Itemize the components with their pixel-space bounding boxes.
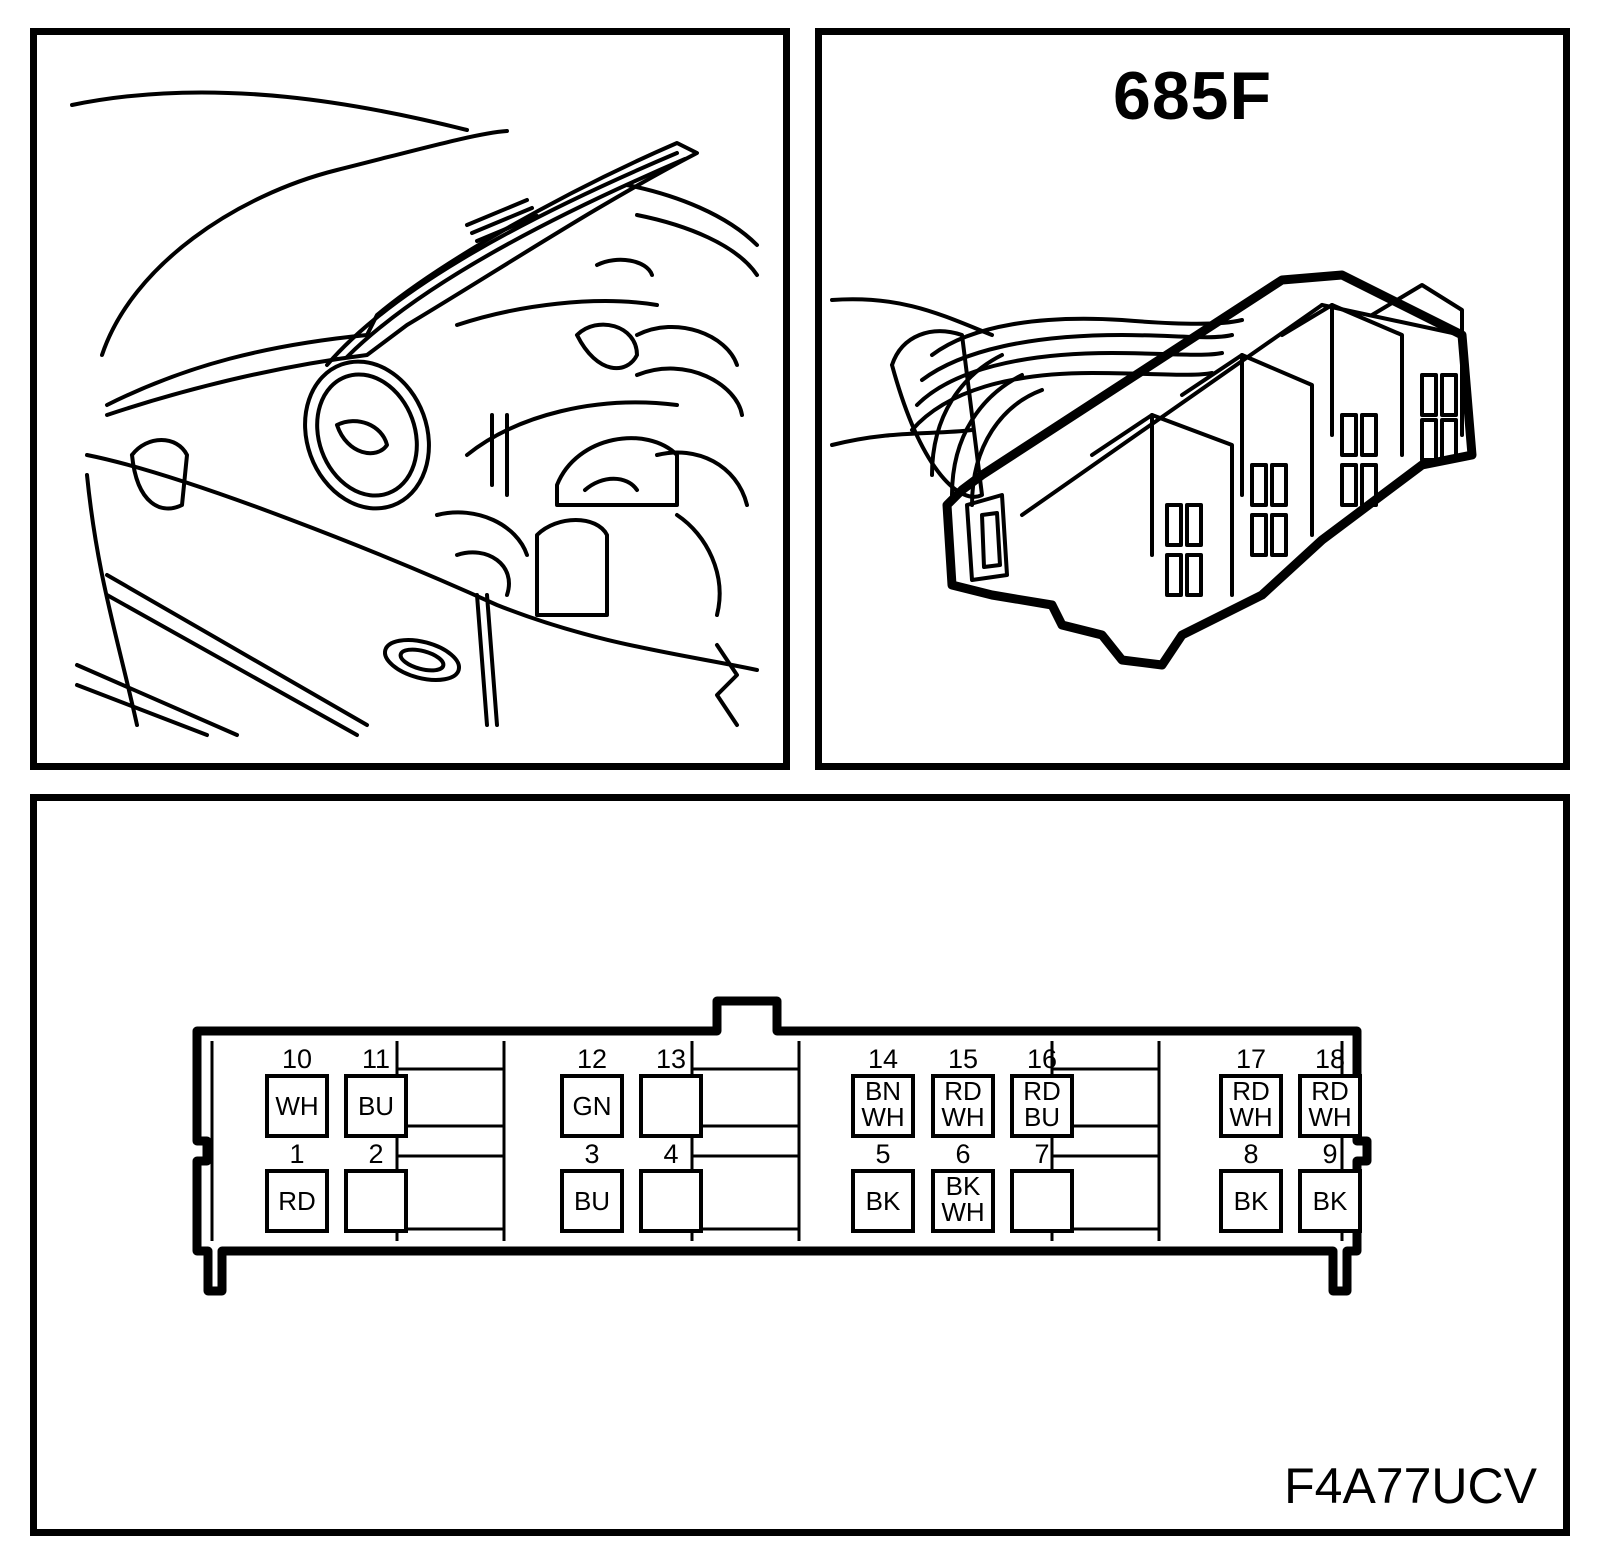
wire-color-label: BN [865, 1076, 901, 1106]
wire-color-label: RD [1311, 1076, 1349, 1106]
wire-color-label: RD [944, 1076, 982, 1106]
pin-number-label: 2 [368, 1139, 383, 1169]
pin-cavity-3: 3BU [560, 1139, 624, 1233]
wire-color-label: WH [1229, 1102, 1272, 1132]
pin-box [560, 1169, 624, 1233]
pin-cavity-4: 4 [639, 1139, 703, 1233]
pin-number-label: 13 [656, 1044, 686, 1074]
pin-box [344, 1074, 408, 1138]
figure-code-label: F4A77UCV [1284, 1458, 1537, 1514]
pin-box [265, 1074, 329, 1138]
pin-number-label: 1 [289, 1139, 304, 1169]
pin-box [639, 1169, 703, 1233]
pin-cavity-5: 5BK [851, 1139, 915, 1233]
pin-number-label: 12 [577, 1044, 607, 1074]
pin-number-label: 9 [1322, 1139, 1337, 1169]
pin-number-label: 4 [663, 1139, 678, 1169]
pin-box [1219, 1074, 1283, 1138]
pin-number-label: 14 [868, 1044, 898, 1074]
pin-cavity-8: 8BK [1219, 1139, 1283, 1233]
pin-box [931, 1169, 995, 1233]
pin-box [1298, 1074, 1362, 1138]
pin-cavity-13: 13 [639, 1044, 703, 1138]
pin-box [560, 1074, 624, 1138]
pin-box [344, 1169, 408, 1233]
pin-number-label: 17 [1236, 1044, 1266, 1074]
pin-box [265, 1169, 329, 1233]
pin-box [851, 1169, 915, 1233]
wire-color-label: BU [1024, 1102, 1060, 1132]
wire-color-label: BK [1313, 1186, 1348, 1216]
wire-color-label: BU [358, 1091, 394, 1121]
wire-color-label: WH [861, 1102, 904, 1132]
pin-number-label: 18 [1315, 1044, 1345, 1074]
connector-illustration-panel: 685F [815, 28, 1570, 770]
pin-number-label: 6 [955, 1139, 970, 1169]
pin-box [1010, 1074, 1074, 1138]
pin-cavity-9: 9BK [1298, 1139, 1362, 1233]
pin-number-label: 16 [1027, 1044, 1057, 1074]
pin-number-label: 3 [584, 1139, 599, 1169]
wire-color-label: BU [574, 1186, 610, 1216]
wire-color-label: WH [275, 1091, 318, 1121]
wire-color-label: WH [941, 1197, 984, 1227]
pin-number-label: 8 [1243, 1139, 1258, 1169]
pin-number-label: 11 [362, 1044, 390, 1074]
wire-color-label: RD [1023, 1076, 1061, 1106]
wire-color-label: BK [946, 1171, 981, 1201]
wire-color-label: RD [278, 1186, 316, 1216]
wire-color-label: WH [1308, 1102, 1351, 1132]
pin-box [851, 1074, 915, 1138]
pin-box [1219, 1169, 1283, 1233]
pin-cavity-2: 2 [344, 1139, 408, 1233]
connector-id-label: 685F [1113, 58, 1272, 134]
wire-color-label: WH [941, 1102, 984, 1132]
pin-number-label: 10 [282, 1044, 312, 1074]
wire-color-label: GN [573, 1091, 612, 1121]
pin-number-label: 5 [875, 1139, 890, 1169]
wire-color-label: BK [1234, 1186, 1269, 1216]
pin-box [639, 1074, 703, 1138]
vehicle-interior-illustration [70, 90, 759, 737]
pin-number-label: 7 [1034, 1139, 1049, 1169]
connector-perspective-illustration [830, 270, 1477, 670]
wire-color-label: BK [866, 1186, 901, 1216]
pin-number-label: 15 [948, 1044, 978, 1074]
connector-housing-outline [192, 996, 1372, 1296]
pin-box [1298, 1169, 1362, 1233]
pin-box [931, 1074, 995, 1138]
pin-box [1010, 1169, 1074, 1233]
pin-cavity-7: 7 [1010, 1139, 1074, 1233]
pin-cavity-1: 1RD [265, 1139, 329, 1233]
wire-color-label: RD [1232, 1076, 1270, 1106]
location-illustration-panel [30, 28, 790, 770]
